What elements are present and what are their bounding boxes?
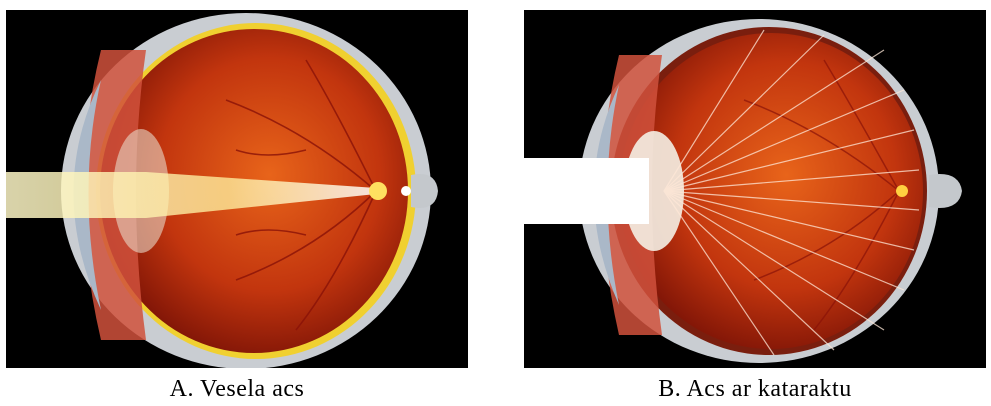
caption-cataract-eye: B. Acs ar kataraktu <box>524 374 986 404</box>
cataract-eye-illustration <box>524 10 986 368</box>
healthy-eye-illustration <box>6 10 468 368</box>
caption-healthy-eye: A. Vesela acs <box>6 374 468 404</box>
